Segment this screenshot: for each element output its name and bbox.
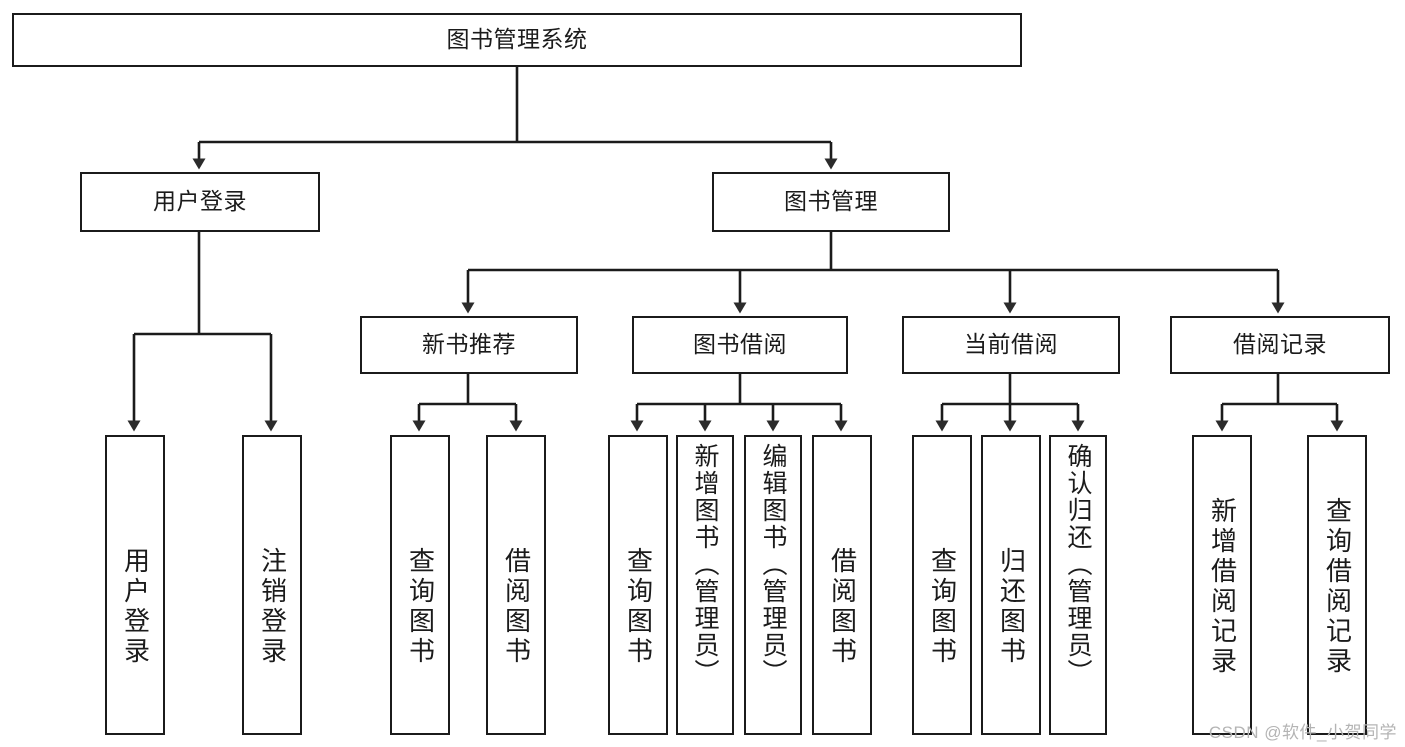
- node-current-borrow-label: 当前借阅: [964, 331, 1058, 358]
- node-new-book-rec-label: 新书推荐: [422, 331, 516, 358]
- node-leaf-query-book-1-label: 查询图书: [405, 547, 436, 667]
- node-leaf-confirm-return-label: 确认归还（管理员）: [1064, 443, 1092, 686]
- node-leaf-confirm-return[interactable]: 确认归还（管理员）: [1049, 435, 1107, 735]
- node-leaf-query-book-1[interactable]: 查询图书: [390, 435, 450, 735]
- node-leaf-query-book-2[interactable]: 查询图书: [608, 435, 668, 735]
- node-user-login-label: 用户登录: [153, 188, 247, 215]
- node-leaf-user-login-label: 用户登录: [120, 547, 151, 667]
- node-root-label: 图书管理系统: [446, 26, 588, 53]
- node-leaf-borrow-book-2[interactable]: 借阅图书: [812, 435, 872, 735]
- node-leaf-query-book-3[interactable]: 查询图书: [912, 435, 972, 735]
- node-leaf-add-record-label: 新增借阅记录: [1207, 497, 1238, 677]
- node-leaf-query-record-label: 查询借阅记录: [1322, 497, 1353, 677]
- node-leaf-query-book-2-label: 查询图书: [623, 547, 654, 667]
- node-leaf-borrow-book-1-label: 借阅图书: [501, 547, 532, 667]
- node-leaf-add-book-label: 新增图书（管理员）: [691, 443, 719, 686]
- node-leaf-return-book[interactable]: 归还图书: [981, 435, 1041, 735]
- node-borrow-record[interactable]: 借阅记录: [1170, 316, 1390, 374]
- node-leaf-borrow-book-1[interactable]: 借阅图书: [486, 435, 546, 735]
- node-borrow-record-label: 借阅记录: [1233, 331, 1327, 358]
- node-leaf-query-book-3-label: 查询图书: [927, 547, 958, 667]
- node-book-borrow-label: 图书借阅: [693, 331, 787, 358]
- node-leaf-add-record[interactable]: 新增借阅记录: [1192, 435, 1252, 735]
- node-leaf-query-record[interactable]: 查询借阅记录: [1307, 435, 1367, 735]
- node-leaf-add-book[interactable]: 新增图书（管理员）: [676, 435, 734, 735]
- node-leaf-user-logout-label: 注销登录: [257, 547, 288, 667]
- node-user-login[interactable]: 用户登录: [80, 172, 320, 232]
- node-leaf-edit-book-label: 编辑图书（管理员）: [759, 443, 787, 686]
- node-book-borrow[interactable]: 图书借阅: [632, 316, 848, 374]
- node-leaf-borrow-book-2-label: 借阅图书: [827, 547, 858, 667]
- node-leaf-return-book-label: 归还图书: [996, 547, 1027, 667]
- node-new-book-rec[interactable]: 新书推荐: [360, 316, 578, 374]
- node-leaf-user-login[interactable]: 用户登录: [105, 435, 165, 735]
- node-leaf-edit-book[interactable]: 编辑图书（管理员）: [744, 435, 802, 735]
- node-root[interactable]: 图书管理系统: [12, 13, 1022, 67]
- node-leaf-user-logout[interactable]: 注销登录: [242, 435, 302, 735]
- csdn-watermark: CSDN @软件_小贺同学: [1208, 723, 1397, 742]
- node-current-borrow[interactable]: 当前借阅: [902, 316, 1120, 374]
- node-book-manage[interactable]: 图书管理: [712, 172, 950, 232]
- node-book-manage-label: 图书管理: [784, 188, 878, 215]
